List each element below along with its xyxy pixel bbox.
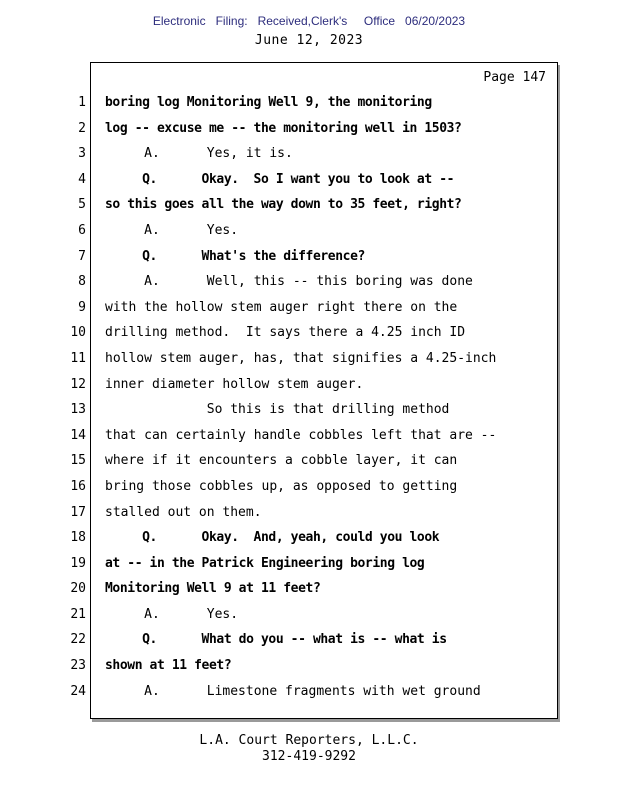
transcript-line: 8 A. Well, this -- this boring was done bbox=[0, 269, 618, 295]
line-text: So this is that drilling method bbox=[105, 402, 450, 418]
line-number: 3 bbox=[78, 146, 86, 162]
line-text: log -- excuse me -- the monitoring well … bbox=[105, 120, 462, 136]
transcript-line: 1 boring log Monitoring Well 9, the monit… bbox=[0, 90, 618, 116]
line-text: Q. What do you -- what is -- what is bbox=[105, 632, 447, 648]
line-number: 16 bbox=[70, 478, 86, 494]
line-number: 5 bbox=[78, 197, 86, 213]
page-label: Page 147 bbox=[483, 70, 546, 85]
transcript-line: 9 with the hollow stem auger right there … bbox=[0, 295, 618, 321]
line-text: Monitoring Well 9 at 11 feet? bbox=[105, 581, 321, 597]
line-text: A. Yes, it is. bbox=[105, 146, 293, 162]
line-text: A. Yes. bbox=[105, 222, 239, 238]
line-number: 19 bbox=[70, 555, 86, 571]
transcript-line: 18 Q. Okay. And, yeah, could you look bbox=[0, 525, 618, 551]
line-text: bring those cobbles up, as opposed to ge… bbox=[105, 478, 458, 494]
transcript-line: 5 so this goes all the way down to 35 fee… bbox=[0, 192, 618, 218]
line-number: 22 bbox=[70, 632, 86, 648]
line-text: Q. What's the difference? bbox=[105, 248, 365, 264]
transcript-box bbox=[90, 62, 558, 719]
line-text: inner diameter hollow stem auger. bbox=[105, 376, 364, 392]
transcript-line: 4 Q. Okay. So I want you to look at -- bbox=[0, 167, 618, 193]
line-number: 8 bbox=[78, 274, 86, 290]
footer-reporter-name: L.A. Court Reporters, L.L.C. bbox=[199, 733, 419, 748]
header-date: June 12, 2023 bbox=[254, 33, 364, 48]
line-text: Q. Okay. So I want you to look at -- bbox=[105, 171, 455, 187]
line-number: 18 bbox=[70, 530, 86, 546]
line-text: at -- in the Patrick Engineering boring … bbox=[105, 555, 425, 571]
line-number: 7 bbox=[78, 248, 86, 264]
transcript-line: 14 that can certainly handle cobbles left… bbox=[0, 423, 618, 449]
line-number: 10 bbox=[70, 325, 86, 341]
transcript-line: 20 Monitoring Well 9 at 11 feet? bbox=[0, 576, 618, 602]
line-number: 23 bbox=[70, 658, 86, 674]
transcript-line: 23 shown at 11 feet? bbox=[0, 653, 618, 679]
line-number: 11 bbox=[70, 350, 86, 366]
transcript-line: 24 A. Limestone fragments with wet groun… bbox=[0, 679, 618, 705]
transcript-line: 15 where if it encounters a cobble layer,… bbox=[0, 448, 618, 474]
line-text: drilling method. It says there a 4.25 in… bbox=[105, 325, 466, 341]
line-text: that can certainly handle cobbles left t… bbox=[105, 427, 497, 443]
transcript-line: 22 Q. What do you -- what is -- what is bbox=[0, 627, 618, 653]
transcript-line: 17 stalled out on them. bbox=[0, 500, 618, 526]
transcript-line: 13 So this is that drilling method bbox=[0, 397, 618, 423]
line-text: with the hollow stem auger right there o… bbox=[105, 299, 458, 315]
line-text: Q. Okay. And, yeah, could you look bbox=[105, 530, 440, 546]
line-number: 2 bbox=[78, 120, 86, 136]
line-number: 24 bbox=[70, 683, 86, 699]
line-number: 6 bbox=[78, 222, 86, 238]
line-number: 4 bbox=[78, 171, 86, 187]
line-number: 21 bbox=[70, 606, 86, 622]
line-number: 12 bbox=[70, 376, 86, 392]
transcript-line: 21 A. Yes. bbox=[0, 602, 618, 628]
transcript-line: 12 inner diameter hollow stem auger. bbox=[0, 372, 618, 398]
transcript-line: 2 log -- excuse me -- the monitoring well… bbox=[0, 116, 618, 142]
line-text: A. Limestone fragments with wet ground bbox=[105, 683, 481, 699]
line-text: shown at 11 feet? bbox=[105, 658, 232, 674]
transcript-line: 3 A. Yes, it is. bbox=[0, 141, 618, 167]
transcript-line: 6 A. Yes. bbox=[0, 218, 618, 244]
line-number: 17 bbox=[70, 504, 86, 520]
transcript-line: 7 Q. What's the difference? bbox=[0, 244, 618, 270]
transcript-lines: 1 boring log Monitoring Well 9, the monit… bbox=[0, 90, 618, 704]
line-text: hollow stem auger, has, that signifies a… bbox=[105, 350, 497, 366]
line-text: stalled out on them. bbox=[105, 504, 262, 520]
transcript-line: 16 bring those cobbles up, as opposed to … bbox=[0, 474, 618, 500]
line-number: 14 bbox=[70, 427, 86, 443]
line-number: 1 bbox=[78, 95, 86, 110]
line-number: 13 bbox=[70, 402, 86, 418]
line-text: A. Well, this -- this boring was done bbox=[105, 274, 473, 290]
line-number: 20 bbox=[70, 581, 86, 597]
transcript-line: 19 at -- in the Patrick Engineering borin… bbox=[0, 551, 618, 577]
electronic-filing-stamp: Electronic Filing: Received,Clerk's Offi… bbox=[152, 14, 466, 28]
transcript-line: 10 drilling method. It says there a 4.25 … bbox=[0, 320, 618, 346]
transcript-line: 11 hollow stem auger, has, that signifies… bbox=[0, 346, 618, 372]
line-text: so this goes all the way down to 35 feet… bbox=[105, 197, 462, 213]
line-number: 15 bbox=[70, 453, 86, 469]
line-text: where if it encounters a cobble layer, i… bbox=[105, 453, 458, 469]
line-text: boring log Monitoring Well 9, the monito… bbox=[105, 95, 432, 110]
line-text: A. Yes. bbox=[105, 606, 239, 622]
footer-phone: 312-419-9292 bbox=[262, 749, 356, 764]
line-number: 9 bbox=[78, 299, 86, 315]
